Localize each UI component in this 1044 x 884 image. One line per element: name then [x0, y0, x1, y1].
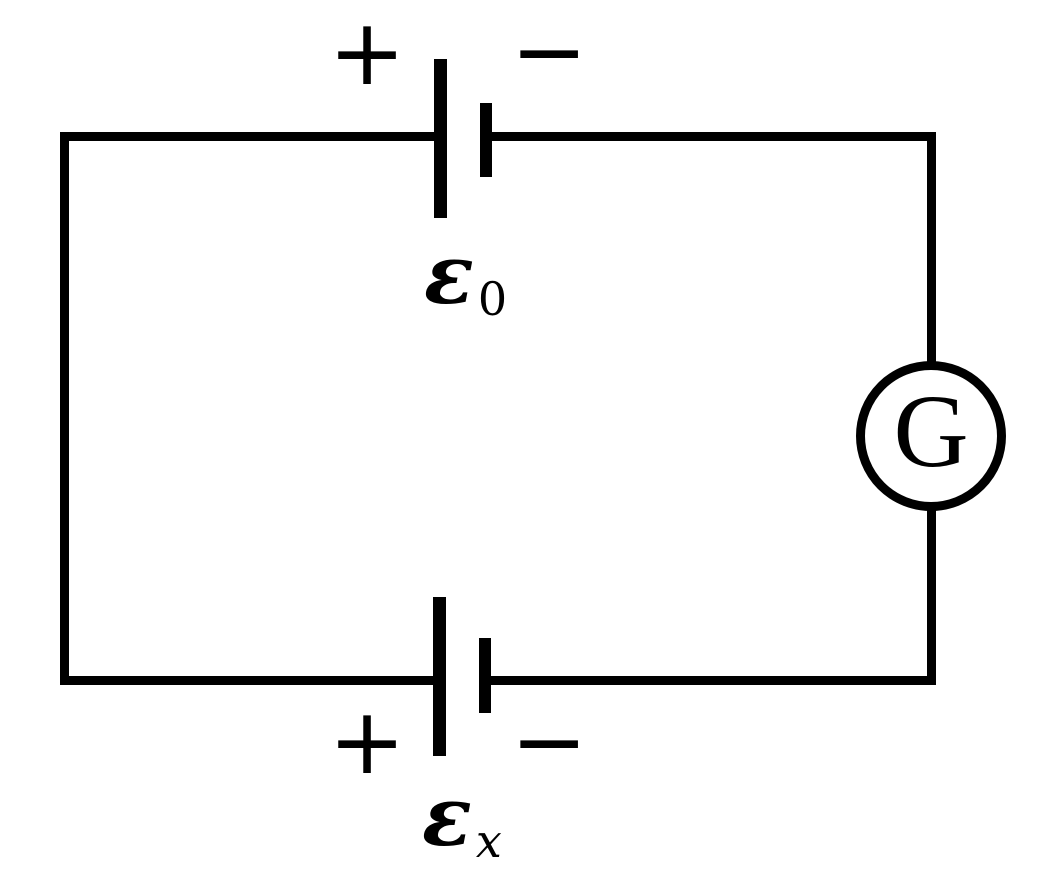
top-wire-right-segment	[484, 132, 936, 141]
top-battery-positive-plate	[434, 59, 447, 218]
galvanometer-circle: G	[856, 361, 1006, 511]
bottom-battery-positive-plate	[433, 597, 446, 756]
bottom-battery-minus-sign: −	[510, 688, 588, 795]
epsilon-subscript-zero: 0	[477, 272, 508, 326]
epsilon-subscript-x: x	[475, 814, 502, 868]
left-wire	[60, 132, 69, 685]
epsilon-symbol: ε	[422, 769, 472, 865]
top-wire-left-segment	[60, 132, 440, 141]
bottom-wire-left-segment	[60, 676, 440, 685]
right-wire-lower-segment	[927, 500, 936, 685]
top-battery-plus-sign: +	[328, 0, 406, 106]
bottom-battery-plus-sign: +	[328, 688, 406, 795]
top-battery-minus-sign: −	[510, 0, 588, 105]
epsilon-symbol: ε	[424, 227, 474, 323]
bottom-battery-negative-plate	[479, 638, 491, 713]
top-battery-negative-plate	[480, 103, 492, 177]
right-wire-upper-segment	[927, 132, 936, 370]
bottom-wire-right-segment	[484, 676, 936, 685]
galvanometer-label: G	[893, 374, 969, 489]
